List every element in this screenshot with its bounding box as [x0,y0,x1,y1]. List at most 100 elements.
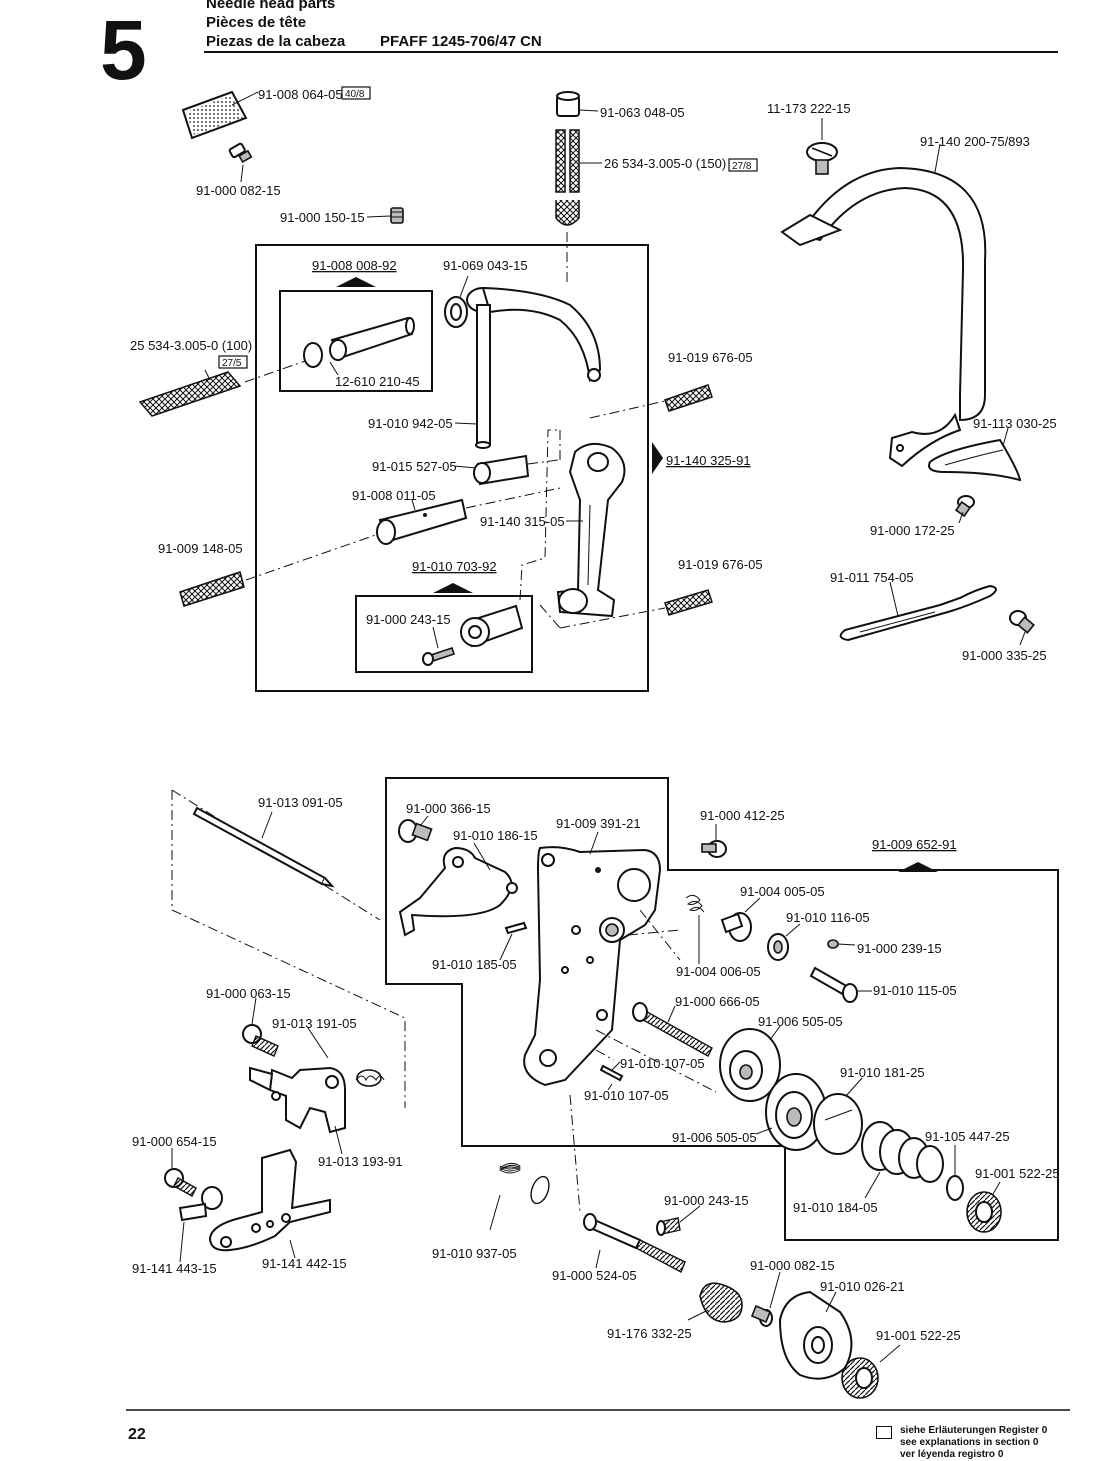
part-label: 91-008 008-92 [312,258,397,273]
center-line [465,487,561,509]
part-label: 91-000 654-15 [132,1134,217,1149]
part-label: 91-009 652-91 [872,837,957,852]
part-label: 91-009 391-21 [556,816,641,831]
part-label: 91-010 107-05 [584,1088,669,1103]
screw-part [656,1217,681,1236]
part-label: 91-063 048-05 [600,105,685,120]
footer-note: siehe Erläuterungen Register 0 see expla… [900,1425,1047,1461]
part-label: 91-010 181-25 [840,1065,925,1080]
wick-part [138,371,713,616]
assembly-frame-lower [385,777,1059,1241]
main-plate-part [523,846,662,1087]
part-label: 91-000 082-15 [196,183,281,198]
part-label: 91-010 703-92 [412,559,497,574]
part-label: 91-010 186-15 [453,828,538,843]
part-label: 91-010 107-05 [620,1056,705,1071]
part-label: 91-008 064-05 [258,87,343,102]
part-label: 12-610 210-45 [335,374,420,389]
center-line [171,789,406,1108]
title-spanish: Piezas de la cabeza [206,33,346,50]
coil-spring-part [499,1162,550,1205]
washer-tab-part [178,1186,223,1222]
cover-band-part [780,166,987,468]
leader-line [411,499,416,511]
leader-line [453,465,477,469]
screw-part [1009,610,1035,634]
part-label: 91-011 754-05 [830,570,914,585]
part-label: 91-140 315-05 [480,514,565,529]
center-line [559,607,666,629]
washer-part [767,933,789,961]
part-label: 91-000 082-15 [750,1258,835,1273]
leader-line [958,511,964,524]
tension-disc-part [765,1073,827,1151]
leader-line [366,215,392,218]
part-labels: 91-008 064-05 91-000 082-15 91-000 150-1… [130,87,1060,1343]
ref-label: 27/8 [732,161,752,172]
leader-line [667,1005,676,1023]
screw-part [422,646,456,666]
screw-part [228,142,253,164]
leader-line [473,842,491,871]
leader-line [837,943,856,946]
tension-disc-part [719,1028,781,1102]
part-label: 91-000 063-15 [206,986,291,1001]
reference-tag: 40/8 [341,86,371,100]
adjusting-screw-part [632,1002,713,1057]
part-label: 91-176 332-25 [607,1326,692,1341]
leader-line [755,1127,773,1135]
knurled-nut-part [966,1191,1002,1233]
part-label: 91-019 676-05 [678,557,763,572]
leader-line [432,626,439,649]
leader-line [499,933,513,961]
center-line [527,459,559,465]
leader-line [579,109,599,112]
leader-line [687,1309,709,1321]
bracket-part [398,846,518,937]
part-label: 91-000 366-15 [406,801,491,816]
leader-line [240,164,244,183]
screw-part [164,1168,197,1197]
title-french: Pièces de tête [206,14,307,31]
part-label: 91-013 191-05 [272,1016,357,1031]
part-label: 91-000 243-15 [366,612,451,627]
part-label: 91-069 043-15 [443,258,528,273]
part-label: 91-004 005-05 [740,884,825,899]
check-spring-part [699,1282,743,1323]
part-label: 91-001 522-25 [876,1328,961,1343]
screw-part [806,142,838,175]
part-label: 91-006 505-05 [672,1130,757,1145]
leader-line [204,369,211,381]
part-label: 91-105 447-25 [925,1129,1010,1144]
reference-tag: 27/8 [728,158,758,172]
subassembly-marker [433,583,473,593]
part-label: 91-000 150-15 [280,210,365,225]
part-label: 91-140 200-75/893 [920,134,1030,149]
rod-part [192,806,335,888]
washer-part [946,1175,964,1201]
footer-note-en: see explanations in section 0 [900,1437,1039,1448]
leader-line [289,1239,296,1259]
angle-bracket-part [208,1148,331,1252]
subassembly-frame-2 [355,595,533,673]
part-label: 91-000 335-25 [962,648,1047,663]
leader-line [934,143,941,173]
title-english: Needle head parts [206,0,336,12]
subassembly-marker [336,277,376,287]
part-label: 91-141 443-15 [132,1261,217,1276]
part-label: 91-000 524-05 [552,1268,637,1283]
leader-line [329,361,339,376]
leader-line [419,815,429,827]
shaft-part [329,316,415,361]
leader-line [992,1181,1001,1195]
assembly-frame-upper [255,244,649,692]
part-label: 91-015 527-05 [372,459,457,474]
part-label: 91-010 937-05 [432,1246,517,1261]
leader-line [611,1061,621,1071]
leader-line [769,1271,781,1309]
screw-part [750,1304,773,1327]
assembly-marker [898,862,938,872]
spring-clip-part [928,438,1022,482]
thread-guide-bracket-part [249,1066,346,1134]
leader-line [864,1171,881,1199]
